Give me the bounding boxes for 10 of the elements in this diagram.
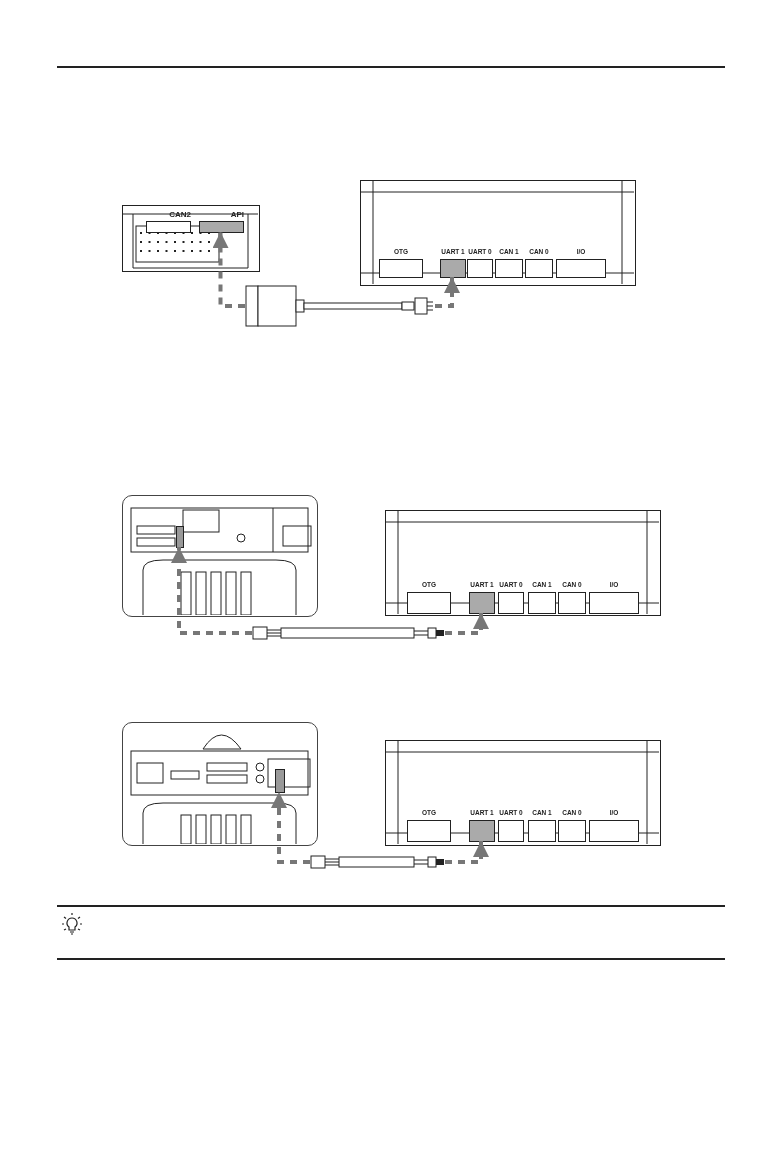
connection-arrow [445,841,489,864]
connector-pin [176,526,184,548]
connection-arrow [271,792,310,864]
port-label: API [229,210,244,219]
connection-arrow [171,547,252,635]
connector-pin [275,769,285,793]
port-label: CAN2 [168,210,191,219]
connection-arrow [445,613,489,635]
connection-arrow [212,232,245,308]
connection-arrow [435,277,460,308]
